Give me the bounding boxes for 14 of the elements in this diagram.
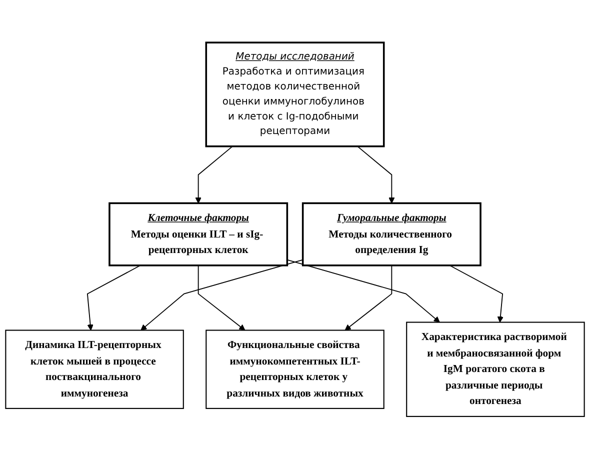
node-box: Методы исследований Разработка и оптимизация методов количественной оценки иммуноглобулинов и клеток с Ig-подобными рецепторами	[205, 42, 385, 148]
node-box: Характеристика растворимой и мембраносвязанной форм IgM рогатого скота в различные периоды онтогенеза	[406, 322, 585, 417]
node-box: Функциональные свойства иммунокомпетентных ILT-рецепторных клеток у различных видов животных	[206, 330, 384, 409]
arrow	[86, 264, 141, 331]
node-box: Клеточные факторы Методы оценки ILT – и sIg- рецепторных клеток	[108, 202, 288, 266]
arrow	[195, 146, 233, 204]
arrow	[140, 259, 304, 331]
arrow	[344, 264, 392, 331]
node-box: Гуморальные факторы Методы количественного определения Ig	[302, 202, 482, 266]
node-box: Динамика ILT-рецепторных клеток мышей в процессе поствакцинального иммуногенеза	[5, 330, 184, 409]
arrow	[198, 264, 246, 331]
arrow	[449, 264, 504, 323]
arrow	[286, 259, 440, 323]
arrow	[357, 146, 395, 204]
